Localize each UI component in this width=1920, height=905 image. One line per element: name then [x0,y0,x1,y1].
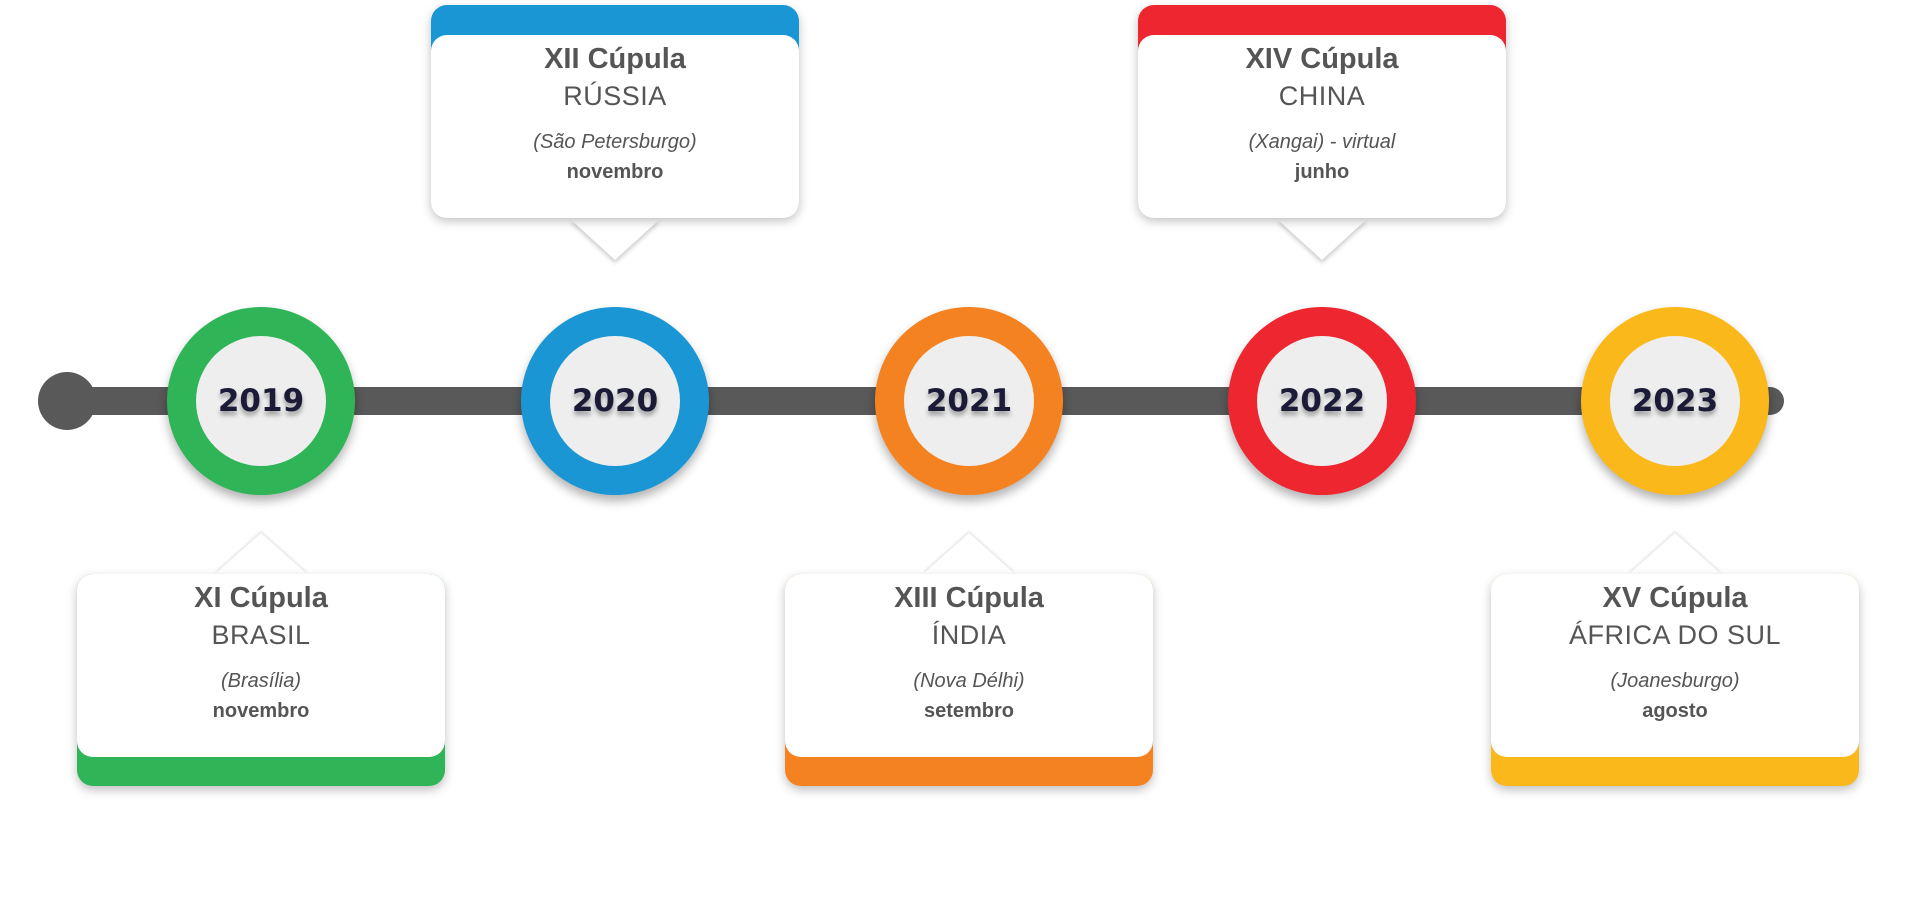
summit-card-body: XII Cúpula RÚSSIA (São Petersburgo) nove… [431,35,799,218]
summit-card-body: XI Cúpula BRASIL (Brasília) novembro [77,574,445,757]
year-label: 2022 [1278,383,1366,419]
year-marker-inner: 2020 [550,336,680,466]
summit-city: (Xangai) - virtual [1248,131,1396,153]
summit-country: CHINA [1278,81,1366,111]
year-label: 2021 [925,383,1013,419]
year-marker-inner: 2022 [1257,336,1387,466]
year-marker-inner: 2019 [196,336,326,466]
summit-month: novembro [566,161,664,183]
year-label: 2020 [571,383,659,419]
summit-card-2019: XI Cúpula BRASIL (Brasília) novembro [77,574,445,786]
card-pointer [1277,219,1367,260]
summit-month: setembro [923,700,1015,722]
summit-title: XII Cúpula [544,43,686,75]
summit-month: agosto [1642,700,1708,722]
summit-title: XI Cúpula [194,582,328,614]
summit-city: (São Petersburgo) [533,131,697,153]
summit-card-2021: XIII Cúpula ÍNDIA (Nova Délhi) setembro [785,574,1153,786]
card-pointer [923,533,1015,574]
summit-card-body: XIII Cúpula ÍNDIA (Nova Délhi) setembro [785,574,1153,757]
summit-title: XIII Cúpula [894,582,1044,614]
year-marker-2022: 2022 [1228,307,1416,495]
year-marker-2023: 2023 [1581,307,1769,495]
year-marker-inner: 2023 [1610,336,1740,466]
card-pointer [215,533,307,574]
summit-city: (Nova Délhi) [913,670,1025,692]
summit-city: (Brasília) [220,670,301,692]
summit-card-body: XV Cúpula ÁFRICA DO SUL (Joanesburgo) ag… [1491,574,1859,757]
summit-month: novembro [212,700,310,722]
year-marker-inner: 2021 [904,336,1034,466]
summit-city: (Joanesburgo) [1610,670,1740,692]
year-label: 2023 [1631,383,1719,419]
summit-card-body: XIV Cúpula CHINA (Xangai) - virtual junh… [1138,35,1506,218]
year-marker-2020: 2020 [521,307,709,495]
summit-card-2020: XII Cúpula RÚSSIA (São Petersburgo) nove… [431,5,799,218]
summit-card-2022: XIV Cúpula CHINA (Xangai) - virtual junh… [1138,5,1506,218]
summit-country: BRASIL [211,620,311,650]
summit-title: XV Cúpula [1602,582,1748,614]
summit-month: junho [1294,161,1350,183]
card-pointer [1629,533,1721,574]
year-marker-2019: 2019 [167,307,355,495]
summit-country: ÁFRICA DO SUL [1568,620,1782,650]
summit-card-2023: XV Cúpula ÁFRICA DO SUL (Joanesburgo) ag… [1491,574,1859,786]
summit-country: ÍNDIA [931,620,1007,650]
year-marker-2021: 2021 [875,307,1063,495]
timeline-start-dot [38,372,96,430]
year-label: 2019 [217,383,305,419]
card-pointer [570,219,660,260]
summit-title: XIV Cúpula [1245,43,1399,75]
summit-country: RÚSSIA [563,81,667,111]
